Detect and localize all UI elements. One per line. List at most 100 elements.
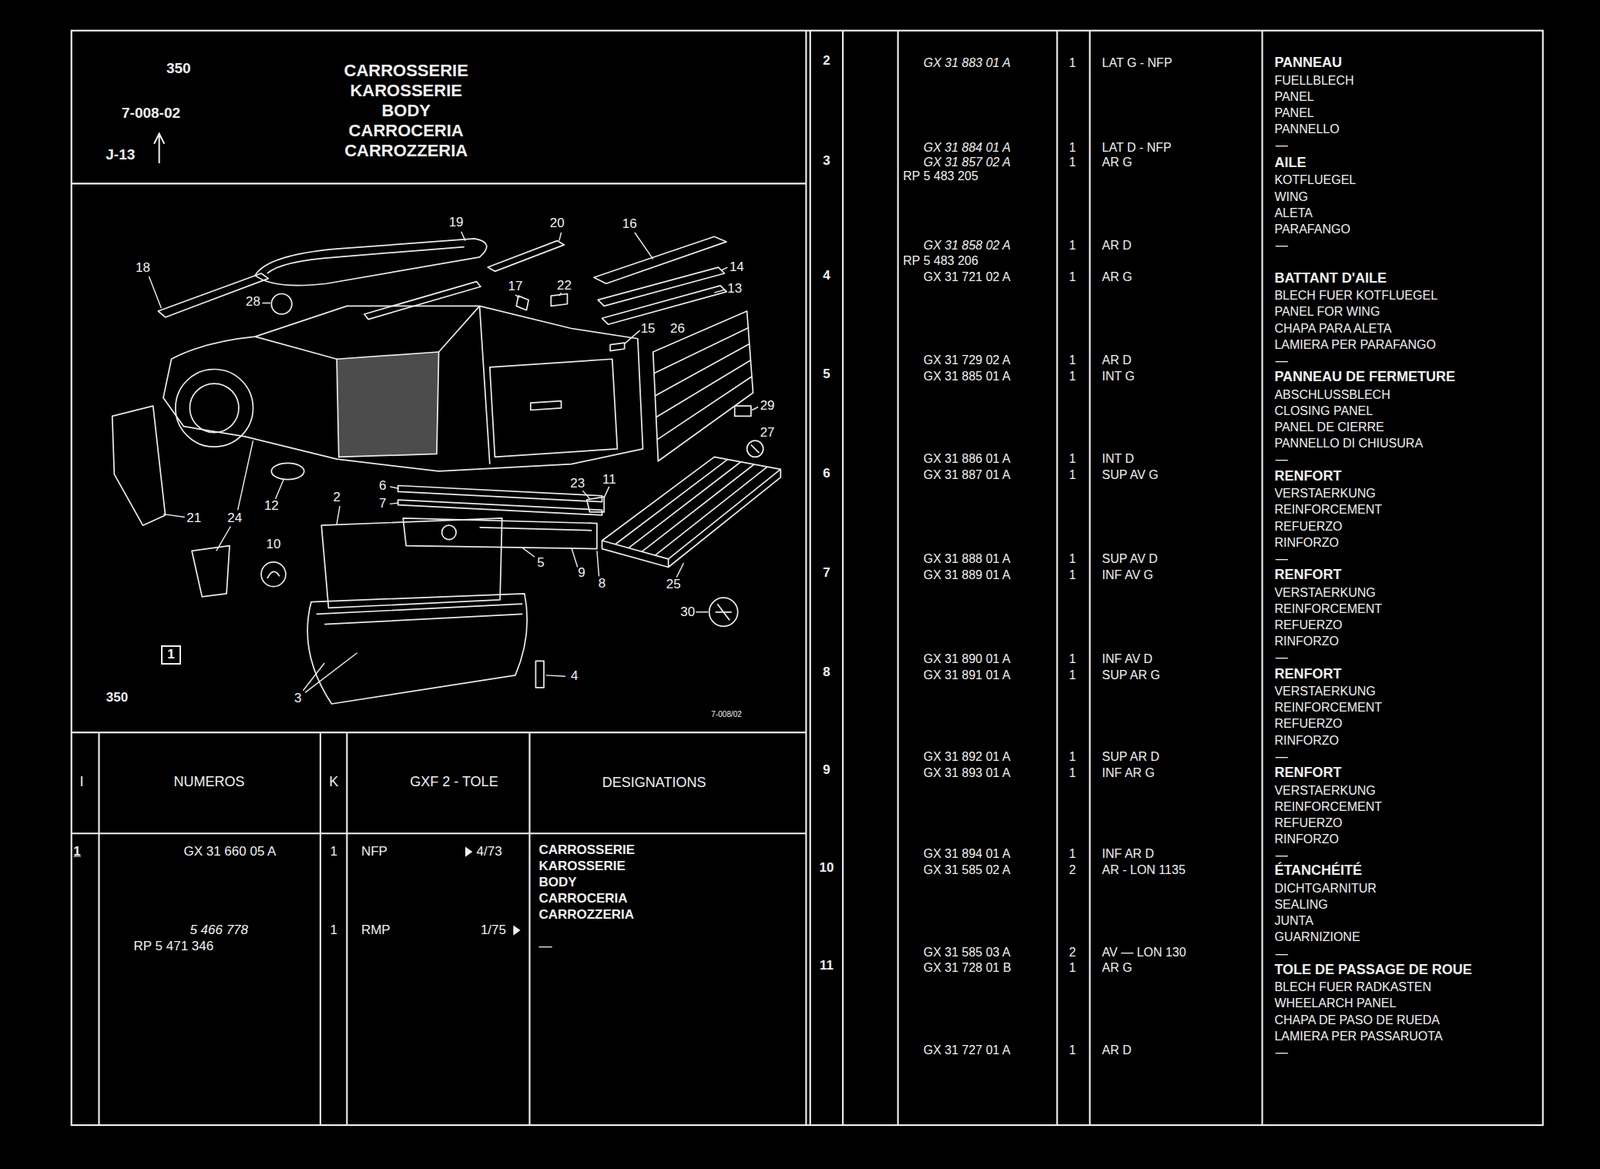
designation-text: SEALING (1274, 898, 1328, 913)
body-illustration (610, 342, 625, 352)
callout-number: 24 (227, 511, 242, 527)
body-illustration (487, 241, 564, 272)
quantity: 1 (1069, 56, 1077, 71)
callout-number: 27 (760, 425, 775, 440)
body-illustration (191, 546, 230, 598)
variant: NFP (361, 845, 388, 860)
dash: — (538, 939, 552, 955)
designation-heading: RENFORT (1274, 765, 1342, 782)
variant: SUP AV D (1102, 552, 1158, 567)
callout-number: 20 (550, 216, 565, 232)
part-number: GX 31 883 01 A (923, 56, 1011, 71)
quantity: 1 (1069, 766, 1077, 781)
body-illustration (254, 305, 490, 464)
body-illustration (307, 593, 527, 705)
variant: LAT D - NFP (1102, 140, 1172, 155)
variant: SUP AR D (1102, 750, 1160, 765)
variant: AR G (1102, 270, 1133, 285)
body-illustration (709, 597, 738, 627)
row-index: 3 (822, 154, 830, 169)
column-heading: DESIGNATIONS (602, 775, 707, 792)
variant: RMP (361, 923, 391, 939)
body-illustration (336, 352, 439, 457)
quantity: 1 (1069, 668, 1077, 683)
grid-reference: J-13 (105, 147, 135, 164)
designation-text: CARROSSERIE KAROSSERIE BODY CARROCERIA C… (538, 841, 635, 923)
column-heading: I (79, 774, 84, 791)
row-index: 4 (822, 268, 830, 283)
part-number: GX 31 857 02 A (923, 155, 1011, 170)
designation-text: RINFORZO (1274, 832, 1339, 847)
part-number: GX 31 885 01 A (923, 369, 1011, 384)
body-illustration (653, 311, 754, 462)
body-illustration (654, 327, 752, 440)
part-number: GX 31 858 02 A (923, 238, 1011, 253)
designation-heading: TOLE DE PASSAGE DE ROUE (1274, 962, 1472, 979)
variant: AR G (1102, 155, 1133, 170)
part-number: 5 466 778 (189, 923, 249, 939)
quantity: 1 (1069, 1044, 1077, 1059)
designation-text: REFUERZO (1274, 816, 1342, 831)
quantity: 1 (1069, 568, 1077, 583)
column-heading: NUMEROS (174, 774, 245, 791)
callout-number: 15 (640, 321, 656, 336)
body-illustration (747, 440, 764, 457)
body-illustration (442, 525, 457, 541)
part-number: GX 31 887 01 A (923, 468, 1011, 483)
arrow-symbol (154, 134, 165, 164)
reference-number: RP 5 483 205 (902, 169, 979, 184)
callout-number: 19 (449, 214, 464, 230)
body-illustration (535, 660, 544, 688)
row-index: 7 (822, 566, 830, 581)
designation-text: BLECH FUER KOTFLUEGEL (1274, 288, 1438, 303)
designation-text: VERSTAERKUNG (1274, 684, 1376, 699)
variant: INF AV G (1102, 568, 1154, 583)
date-code: 1/75 (480, 923, 507, 939)
frame-line (71, 30, 1543, 1126)
callout-number: 21 (186, 511, 202, 527)
marker-symbol (465, 846, 521, 936)
row-index: 1 (73, 845, 81, 860)
part-number: GX 31 891 01 A (923, 668, 1011, 683)
dash: — (1275, 750, 1289, 765)
quantity: 2 (1069, 863, 1077, 878)
variant: INF AR G (1102, 766, 1155, 781)
part-number: GX 31 886 01 A (923, 452, 1011, 467)
quantity: 1 (1069, 750, 1077, 765)
designation-heading: BATTANT D'AILE (1274, 271, 1387, 287)
designation-heading: RENFORT (1274, 469, 1342, 485)
body-illustration (489, 358, 618, 457)
designation-text: RINFORZO (1274, 634, 1339, 649)
body-illustration (364, 281, 481, 320)
variant: AR G (1102, 961, 1133, 976)
designation-text: VERSTAERKUNG (1274, 486, 1376, 501)
variant: INF AR D (1102, 847, 1155, 862)
body-illustration (402, 518, 598, 550)
row-index: 5 (822, 367, 830, 383)
designation-text: PANEL DE CIERRE (1274, 420, 1384, 435)
dash: — (1275, 849, 1289, 864)
variant: SUP AR G (1102, 668, 1161, 683)
body-illustration (261, 562, 286, 588)
page-number: 350 (166, 60, 192, 77)
variant: AR D (1102, 1044, 1132, 1059)
variant: LAT G - NFP (1102, 56, 1173, 71)
reference-number: RP 5 471 346 (134, 939, 215, 955)
callout-number: 17 (507, 279, 523, 295)
designation-text: REINFORCEMENT (1274, 701, 1382, 715)
designation-text: REFUERZO (1274, 519, 1342, 534)
quantity: 1 (329, 923, 337, 939)
figure-code: 7-008/02 (711, 710, 742, 719)
part-number: GX 31 727 01 A (923, 1044, 1011, 1059)
variant: AV — LON 130 (1102, 945, 1187, 960)
variant: INF AV D (1102, 652, 1154, 667)
marker-symbol (513, 925, 520, 936)
quantity: 1 (1069, 353, 1077, 368)
part-number: GX 31 729 02 A (923, 353, 1011, 368)
designation-text: CHAPA DE PASO DE RUEDA (1274, 1013, 1440, 1028)
designation-text: REINFORCEMENT (1274, 503, 1382, 518)
part-number: GX 31 728 01 B (923, 961, 1012, 976)
designation-text: ALETA (1274, 206, 1313, 221)
designation-text: PANEL (1274, 90, 1314, 104)
body-illustration (602, 469, 782, 567)
